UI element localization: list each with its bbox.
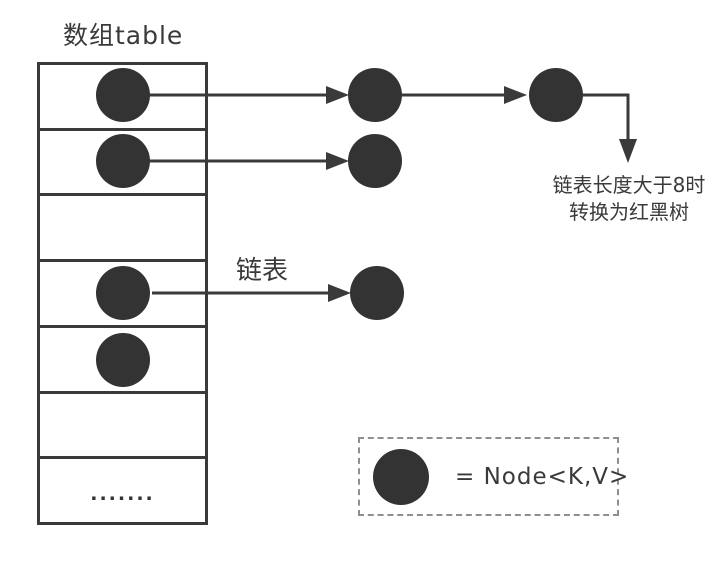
node-icon [529,68,583,122]
legend-box: = Node<K,V> [358,437,628,516]
array-cell-6 [40,456,205,522]
arrow-head-icon [326,152,349,170]
arrow-elbow-line [583,93,630,141]
arrow-head-down-icon [619,139,637,163]
treeify-annotation-line1: 链表长度大于8时 [552,173,706,197]
legend-label: = Node<K,V> [455,463,630,490]
treeify-annotation: 链表长度大于8时 转换为红黑树 [538,172,720,226]
arrow-head-icon [504,86,527,104]
array-cell-5 [40,390,205,457]
treeify-annotation-line2: 转换为红黑树 [569,200,689,224]
array-table [37,62,208,525]
linked-list-label: 链表 [236,256,289,286]
node-icon [348,68,402,122]
array-cell-4 [40,324,205,391]
array-ellipsis-text: ....... [90,483,155,505]
node-icon [348,134,402,188]
arrow-head-icon [328,284,351,302]
array-table-title: 数组table [63,21,184,50]
arrow-head-icon [326,86,349,104]
node-icon [373,448,429,505]
array-cell-1 [40,127,205,194]
array-cell-2 [40,193,205,259]
array-cell-3 [40,259,205,325]
array-cell-0 [40,65,205,128]
node-icon [350,266,404,320]
